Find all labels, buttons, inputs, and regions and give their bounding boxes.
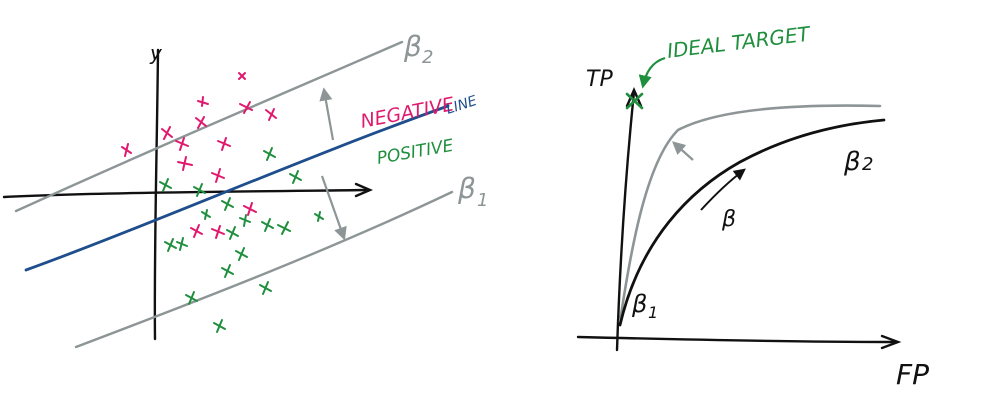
beta2-boundary-line: [14, 40, 404, 213]
left-beta2-label: β 2: [403, 30, 433, 68]
tp-axis-arrowhead: [625, 87, 643, 108]
beta2-margin-arrow: [319, 87, 335, 141]
fp-label: FP: [896, 358, 929, 391]
roc-curve-black: [618, 118, 886, 327]
negative-point: [265, 108, 277, 121]
positive-point: [289, 170, 302, 184]
negative-point: [195, 116, 207, 129]
right-beta1-subscript: 1: [648, 303, 658, 322]
negative-point: [217, 137, 231, 151]
negative-point: [175, 137, 189, 151]
negative-point: [121, 143, 132, 157]
negative-points: [121, 72, 277, 239]
right-beta2-label: β 2: [843, 147, 873, 177]
left-diagram: y β 2 β 1 NEGATIVE LINE POSITIVE: [2, 30, 488, 349]
positive-point: [201, 209, 211, 220]
fp-axis-arrowhead: [880, 334, 902, 350]
right-beta-label: β: [721, 207, 736, 232]
positive-point: [185, 291, 198, 305]
negative-point: [243, 202, 257, 216]
left-beta2-symbol: β: [403, 30, 422, 63]
left-y-axis: [153, 48, 160, 341]
positive-point: [164, 238, 177, 252]
beta1-margin-arrow: [320, 175, 347, 241]
negative-point: [190, 224, 203, 238]
right-beta1-symbol: β: [631, 290, 647, 318]
positive-point: [235, 247, 248, 261]
positive-point: [213, 319, 226, 333]
positive-point: [261, 218, 274, 232]
beta1-boundary-line: [74, 190, 454, 349]
positive-point: [221, 264, 234, 278]
positive-point: [259, 281, 272, 295]
negative-label: NEGATIVE: [359, 93, 456, 133]
negative-point: [238, 72, 246, 80]
left-beta1-subscript: 1: [477, 190, 488, 211]
right-diagram: TP FP IDEAL TARGET β 2 β 1 β: [576, 21, 929, 391]
ideal-target-label: IDEAL TARGET: [666, 21, 813, 63]
negative-point: [161, 126, 173, 140]
ideal-target-arrow: [638, 56, 666, 89]
left-x-axis: [2, 188, 370, 199]
negative-point: [211, 168, 225, 183]
decision-boundary-line: [24, 104, 450, 272]
tp-label: TP: [586, 67, 613, 92]
left-x-axis-arrowhead: [354, 182, 374, 198]
positive-point: [176, 237, 188, 251]
beta-sweep-arrow: [700, 168, 746, 211]
positive-point: [314, 211, 324, 222]
left-beta1-label: β 1: [457, 172, 488, 211]
negative-point: [211, 225, 225, 239]
right-beta2-symbol: β: [843, 147, 861, 177]
positive-point: [159, 178, 172, 192]
tp-axis: [615, 90, 636, 352]
right-beta2-subscript: 2: [862, 154, 873, 175]
roc-curve-gray: [618, 104, 882, 324]
positive-points: [159, 147, 324, 333]
positive-point: [221, 197, 234, 211]
fp-axis: [576, 335, 898, 344]
positive-label: POSITIVE: [375, 136, 455, 169]
positive-point: [226, 226, 239, 240]
negative-point: [239, 101, 253, 114]
negative-point: [197, 96, 209, 107]
ideal-target-marker: [625, 92, 644, 110]
positive-point: [277, 221, 291, 235]
positive-point: [239, 214, 251, 227]
positive-point: [193, 183, 206, 197]
left-y-axis-label: y: [149, 41, 163, 65]
positive-point: [263, 147, 276, 161]
left-beta1-symbol: β: [457, 172, 476, 205]
left-beta2-subscript: 2: [422, 47, 433, 68]
negative-point: [177, 156, 193, 171]
improve-arrow: [672, 141, 694, 161]
right-beta1-label: β 1: [631, 290, 658, 322]
